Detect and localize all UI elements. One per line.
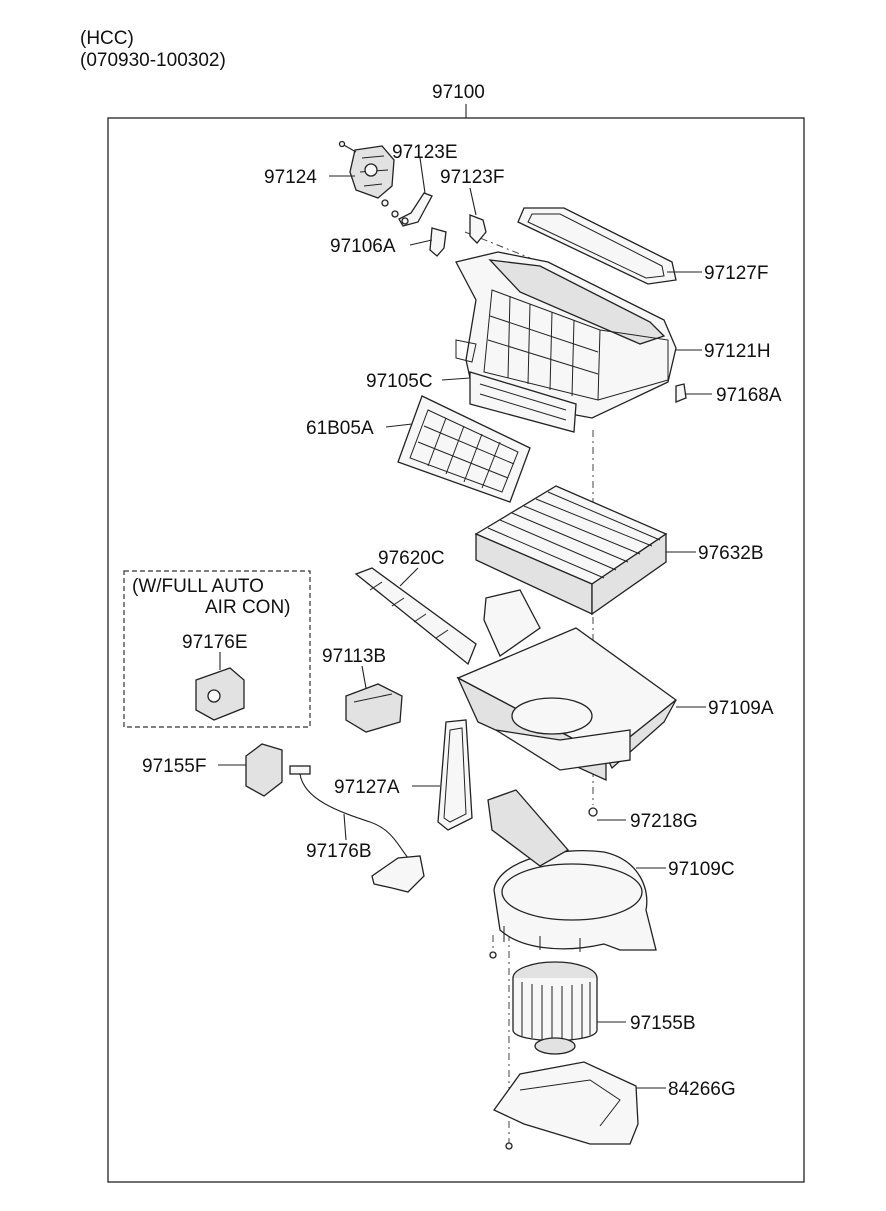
callout-97218G: 97218G [630,811,698,832]
date-range: (070930-100302) [80,50,226,71]
part-97218G-screw [588,807,598,817]
callout-97620C: 97620C [378,548,445,569]
callout-97106A: 97106A [330,236,396,257]
part-97632B-cabin-filter [474,485,668,616]
part-97109A-case-upper [456,589,678,782]
part-97123E-lever [398,192,433,227]
part-97106A-clip [429,227,447,257]
part-97168A-clip [675,383,687,403]
part-97620C-holder [354,567,477,666]
callout-97123E: 97123E [392,142,458,163]
part-97127A-seal [437,719,473,831]
callout-labels: 97123E 97124 97123F 97106A 97127F 97121H… [142,142,782,1100]
callout-97105C: 97105C [366,371,433,392]
assembly-label: 97100 [432,82,485,103]
part-61B05A-filter-cover [397,395,531,503]
callout-97127F: 97127F [704,263,768,284]
part-97127F-seal [517,207,677,285]
model-code: (HCC) [80,28,134,49]
callout-97176B: 97176B [306,841,372,862]
callout-97109C: 97109C [668,859,735,880]
part-97105C-door [469,371,577,433]
callout-97121H: 97121H [704,341,771,362]
assembly-frame: 97100 [107,82,805,1183]
callout-97155F: 97155F [142,756,206,777]
option-box: (W/FULL AUTO AIR CON) [123,570,311,728]
part-97155F-connector [245,743,283,797]
option-box-line2: AIR CON) [205,597,291,618]
callout-97124: 97124 [264,167,317,188]
callout-97155B: 97155B [630,1013,696,1034]
leader-lines [218,157,712,1089]
callout-61B05A: 61B05A [306,418,374,439]
callout-84266G: 84266G [668,1079,736,1100]
part-97176B-wiring [289,765,425,893]
callout-97127A: 97127A [334,777,400,798]
option-box-line1: (W/FULL AUTO [132,576,264,597]
callout-97632B: 97632B [698,543,764,564]
part-97124-actuator [338,140,399,218]
part-84266G-cover [493,1061,639,1150]
callout-97113B: 97113B [322,646,386,667]
part-97109C-scroll-case [487,789,657,959]
part-97121H-intake-housing [455,251,677,419]
callout-97168A: 97168A [716,385,782,406]
callout-97123F: 97123F [440,167,504,188]
part-97113B-resistor [345,683,403,733]
part-97123F-link [469,214,487,244]
callout-97109A: 97109A [708,698,774,719]
callout-97176E: 97176E [182,632,248,653]
part-97176E-resistor [195,667,245,721]
part-97155B-blower-motor [512,961,598,1055]
